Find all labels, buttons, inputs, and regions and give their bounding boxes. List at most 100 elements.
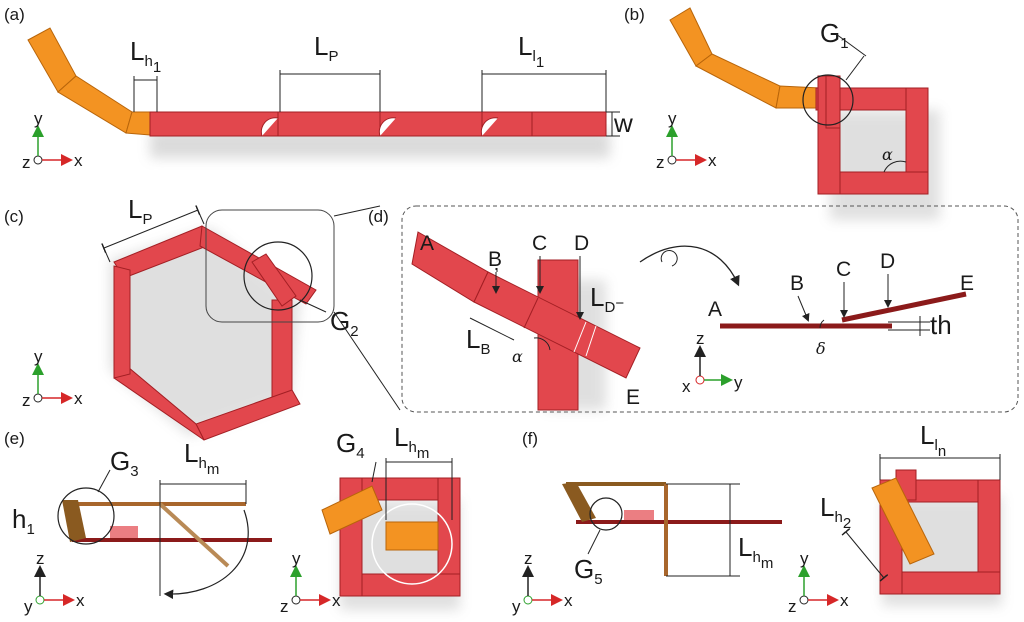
svg-text:x: x — [332, 591, 341, 610]
gauge-circle-G5 — [589, 497, 623, 531]
point-B-d: B — [488, 248, 502, 271]
gauge-circle-G2 — [243, 241, 313, 311]
svg-text:y: y — [734, 373, 743, 392]
hex-overlap — [251, 253, 297, 307]
axes-d: z x y — [682, 329, 743, 396]
panel-b: (b) G1 α y z x — [624, 5, 940, 220]
point-D-d: D — [574, 232, 589, 255]
fold-f — [562, 482, 596, 522]
hex-side-6 — [113, 265, 131, 379]
panel-label-c: (c) — [4, 207, 24, 226]
axes-a: y z x — [22, 109, 83, 172]
panel-label-b: (b) — [624, 5, 645, 24]
angle-alpha-b: α — [882, 145, 893, 164]
point-C-d: C — [532, 232, 547, 255]
svg-text:y: y — [800, 549, 809, 568]
point-A-d: A — [420, 232, 434, 255]
point-C-side: C — [836, 258, 851, 281]
panel-label-d: (d) — [368, 207, 389, 226]
orange-panel-e2 — [385, 521, 439, 551]
svg-text:x: x — [708, 151, 717, 170]
label-h1: h1 — [12, 504, 35, 538]
dim-LP-a: LP — [314, 31, 338, 65]
axes-f1: z y x — [512, 549, 573, 616]
angle-delta: δ — [816, 339, 826, 358]
svg-text:x: x — [74, 389, 83, 408]
gauge-circle-G3 — [57, 487, 115, 545]
gauge-label-G1: G1 — [820, 18, 849, 52]
svg-text:z: z — [36, 549, 45, 568]
dim-Ll1: Ll1 — [518, 31, 544, 71]
dim-Lhm-e2: Lhm — [394, 422, 429, 462]
orange-fold-e2 — [321, 485, 383, 535]
svg-text:x: x — [76, 591, 85, 610]
dim-w: w — [613, 108, 633, 138]
panel-label-f: (f) — [522, 429, 538, 448]
point-B-side: B — [790, 272, 804, 295]
panel-label-a: (a) — [4, 5, 25, 24]
svg-text:y: y — [512, 597, 521, 616]
panel-d: (d) A B C D E LB LD− α A B C D — [368, 205, 1019, 413]
dim-Lhm-f: Lhm — [738, 532, 773, 572]
side-view-CE — [841, 291, 967, 323]
orange-panel-b2 — [695, 53, 781, 109]
svg-text:y: y — [34, 109, 43, 128]
gauge-label-G3: G3 — [110, 446, 139, 480]
hex-side-3 — [271, 299, 293, 401]
svg-text:x: x — [840, 591, 849, 610]
svg-text:z: z — [22, 391, 31, 410]
white-circle-e2 — [371, 503, 453, 585]
axes-e1: z y x — [24, 549, 85, 616]
svg-text:x: x — [682, 377, 691, 396]
axes-b: y z x — [656, 109, 717, 172]
svg-text:z: z — [22, 153, 31, 172]
dim-th: th — [930, 310, 952, 340]
axes-c: y z x — [22, 347, 83, 410]
panel-label-e: (e) — [4, 429, 25, 448]
orange-panel-2 — [57, 75, 133, 134]
svg-text:z: z — [788, 597, 797, 616]
axes-f2: y z x — [788, 549, 849, 616]
svg-text:x: x — [74, 151, 83, 170]
red-overlap-b — [825, 75, 841, 129]
gauge-label-G4: G4 — [336, 428, 365, 462]
angle-alpha-d: α — [512, 347, 523, 366]
svg-text:z: z — [524, 549, 533, 568]
point-E-d: E — [626, 386, 640, 409]
fold-e — [62, 500, 86, 542]
svg-text:y: y — [24, 597, 33, 616]
dim-LD: LD− — [590, 282, 624, 316]
orange-panel-f2 — [871, 477, 935, 565]
orange-panel-b1 — [669, 7, 713, 67]
svg-text:y: y — [34, 347, 43, 366]
dim-LP-c: LP — [128, 194, 152, 228]
panel-f: (f) G5 Lhm z y x Lln Lh2 — [512, 420, 1002, 616]
axes-e2: y z x — [280, 549, 341, 616]
dim-LB: LB — [466, 324, 490, 358]
gauge-label-G2: G2 — [330, 306, 359, 340]
svg-text:y: y — [292, 549, 301, 568]
dim-Lh2: Lh2 — [820, 492, 851, 532]
rotating-panel-e — [158, 502, 230, 568]
red-strip-BE — [473, 271, 641, 379]
gauge-label-G5: G5 — [574, 554, 603, 588]
svg-text:z: z — [696, 329, 705, 348]
dim-Lhm-e1: Lhm — [184, 438, 219, 478]
gauge-circle-G1 — [802, 74, 854, 126]
panel-a: (a) Lh1 LP Ll1 w — [4, 5, 633, 172]
rotate-icon — [660, 250, 678, 267]
orange-panel-b3 — [775, 85, 821, 109]
rotate-arrow — [639, 245, 740, 287]
point-D-side: D — [880, 250, 895, 273]
point-A-side: A — [708, 298, 722, 321]
point-E-side: E — [960, 272, 974, 295]
svg-text:x: x — [564, 591, 573, 610]
svg-text:z: z — [280, 597, 289, 616]
panel-e: (e) G3 h1 Lhm z y x — [4, 422, 461, 616]
panel-c: (c) G2 LP y z x — [4, 194, 401, 441]
dim-Lln: Lln — [920, 420, 946, 460]
svg-text:z: z — [656, 153, 665, 172]
red-strip — [149, 111, 607, 137]
